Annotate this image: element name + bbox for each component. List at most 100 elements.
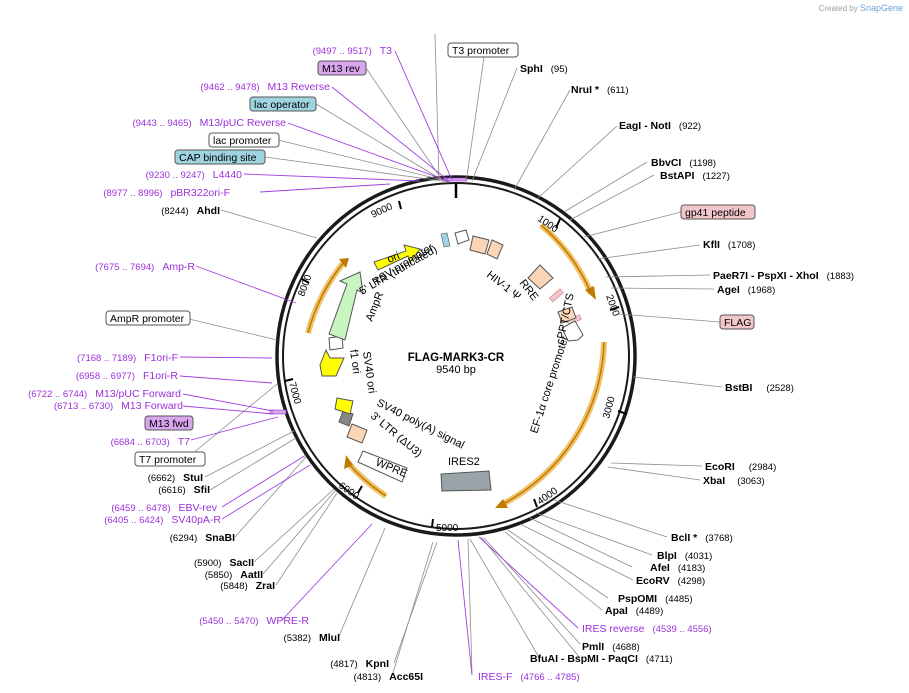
- wpre-shape: [357, 450, 408, 483]
- enzyme-label: BclI *(3768): [671, 532, 733, 544]
- ires2-shape: [440, 470, 492, 492]
- sv40-ori-shape: [319, 348, 345, 377]
- enzyme-label: (6294)SnaBI: [170, 532, 235, 544]
- enzyme-label: PspOMI(4485): [618, 593, 693, 605]
- primer-label: IRES-F(4766 .. 4785): [478, 671, 580, 683]
- enzyme-labels: SphI(95) NruI *(611) EagI - NotI(922) Bb…: [520, 63, 854, 665]
- enzyme-label: (5848)ZraI: [220, 580, 275, 592]
- rre-shape: [527, 264, 554, 290]
- enzyme-label: (6662)StuI: [148, 472, 203, 484]
- enzyme-label: AgeI(1968): [717, 284, 775, 296]
- svg-text:M13 rev: M13 rev: [322, 63, 361, 75]
- enzyme-label: PaeR7I - PspXI - XhoI(1883): [713, 270, 854, 282]
- ef1a-promoter-shape: [561, 320, 584, 342]
- primer-label: (6722 .. 6744)M13/pUC Forward: [28, 388, 181, 400]
- primer-label: (7675 .. 7694)Amp-R: [95, 261, 195, 273]
- sv40-polya-shape: [338, 410, 354, 427]
- three-ltr-shape: [346, 423, 368, 444]
- enzyme-label: SphI(95): [520, 63, 568, 75]
- svg-text:lac operator: lac operator: [254, 99, 310, 111]
- inner-features: [319, 229, 584, 492]
- tick-label: 8000: [296, 273, 314, 298]
- m13-rev-box: M13 rev: [317, 60, 367, 76]
- snapgene-credit: Created by SnapGene: [819, 3, 903, 13]
- feature-5ltr-label: 5' LTR (truncated): [358, 243, 440, 297]
- lac-operator-box: lac operator: [249, 96, 317, 112]
- lac-promoter-box: lac promoter: [208, 132, 280, 148]
- enzyme-label: BfuAI - BspMI - PaqCI(4711): [530, 653, 673, 665]
- orf-arc-gp41: [539, 222, 594, 295]
- credit-prefix: Created by: [818, 4, 858, 13]
- svg-text:lac promoter: lac promoter: [213, 135, 272, 147]
- enzyme-label: (6616)SfiI: [158, 484, 210, 496]
- snapgene-logo: SnapGene: [859, 3, 903, 13]
- enzyme-label: (5382)MluI: [284, 632, 341, 644]
- cppt-shape: [557, 306, 577, 324]
- cap-binding-site-box: CAP binding site: [174, 149, 266, 165]
- enzyme-label: EcoRI(2984): [705, 461, 776, 473]
- t3-promoter-box: T3 promoter: [447, 42, 519, 58]
- enzyme-label: (4813)Acc65I: [354, 671, 423, 683]
- f1-ori-shape: [334, 397, 354, 415]
- primer-label: (8977 .. 8996)pBR322ori-F: [103, 187, 230, 199]
- enzyme-label: BlpI(4031): [657, 550, 712, 562]
- svg-text:CAP binding site: CAP binding site: [179, 152, 257, 164]
- enzyme-label: NruI *(611): [571, 84, 629, 96]
- enzyme-label: PmlI(4688): [582, 641, 640, 653]
- primer-label: (6713 .. 6730)M13 Forward: [54, 400, 183, 412]
- boxed-labels: T3 promoter M13 rev lac operator lac pro…: [105, 42, 756, 467]
- backbone-outer: [275, 175, 637, 537]
- m13-fwd-box: M13 fwd: [144, 415, 194, 431]
- five-ltr-shape: [469, 235, 490, 255]
- tick-label: 5000: [436, 523, 459, 534]
- svg-text:gp41 peptide: gp41 peptide: [685, 207, 746, 219]
- primer-label: IRES reverse(4539 .. 4556): [582, 623, 712, 635]
- feature-sv40ori-label: SV40 ori: [360, 351, 378, 394]
- feature-f1ori-label: f1 ori: [347, 349, 362, 375]
- enzyme-label: (5850)AatII: [205, 569, 263, 581]
- svg-text:AmpR promoter: AmpR promoter: [110, 313, 185, 325]
- primer-label: (7168 .. 7189)F1ori-F: [77, 352, 178, 364]
- gp41-peptide-box: gp41 peptide: [680, 204, 756, 220]
- primer-label: (5450 .. 5470)WPRE-R: [199, 615, 309, 627]
- tick-label: 3000: [601, 395, 617, 420]
- ampr-arrow: [328, 271, 364, 341]
- backbone-features: [269, 177, 582, 415]
- primer-labels: (9497 .. 9517)T3 (9462 .. 9478)M13 Rever…: [28, 45, 712, 683]
- enzyme-leaders: [185, 33, 723, 677]
- plasmid-size: 9540 bp: [436, 364, 476, 376]
- cap-site-shape: [440, 232, 451, 248]
- feature-psi-label: HIV-1 Ψ: [484, 269, 523, 303]
- enzyme-label: BstAPI(1227): [660, 170, 730, 182]
- plasmid-name: FLAG-MARK3-CR: [408, 352, 505, 364]
- enzyme-label: BbvCI(1198): [651, 157, 716, 169]
- orf-arcs: [305, 222, 607, 508]
- enzyme-label: ApaI(4489): [605, 605, 663, 617]
- enzyme-label: (5900)SacII: [194, 557, 254, 569]
- ori-arrow: [373, 244, 421, 271]
- feature-ori-label: ori: [386, 250, 402, 266]
- primer-label: (6958 .. 6977)F1ori-R: [76, 370, 179, 382]
- enzyme-label: (8244)AhdI: [161, 205, 220, 217]
- primer-label: (6459 .. 6478)EBV-rev: [111, 502, 217, 514]
- primer-label: (9497 .. 9517)T3: [313, 45, 393, 57]
- enzyme-label: AfeI(4183): [650, 562, 705, 574]
- primer-label: (9443 .. 9465)M13/pUC Reverse: [132, 117, 286, 129]
- enzyme-label: EagI - NotI(922): [619, 120, 701, 132]
- enzyme-label: EcoRV(4298): [636, 575, 705, 587]
- svg-text:M13 fwd: M13 fwd: [149, 418, 189, 430]
- feature-ires2-label: IRES2: [448, 456, 480, 468]
- primer-label: (6405 .. 6424)SV40pA-R: [104, 514, 221, 526]
- enzyme-label: BstBI(2528): [725, 382, 794, 394]
- svg-text:T7 promoter: T7 promoter: [139, 454, 197, 466]
- enzyme-labels-left: (4817)KpnI (4813)Acc65I (5382)MluI (5848…: [148, 205, 423, 683]
- backbone-inner: [282, 182, 630, 530]
- enzyme-label: KflI(1708): [703, 239, 755, 251]
- svg-text:T3 promoter: T3 promoter: [452, 45, 510, 57]
- ampr-promoter-box: AmpR promoter: [105, 310, 191, 326]
- enzyme-label: (4817)KpnI: [330, 658, 389, 670]
- psi-shape: [486, 239, 504, 260]
- flag-box: FLAG: [719, 314, 755, 330]
- feature-ef1a-label: EF-1α core promoter: [528, 334, 571, 435]
